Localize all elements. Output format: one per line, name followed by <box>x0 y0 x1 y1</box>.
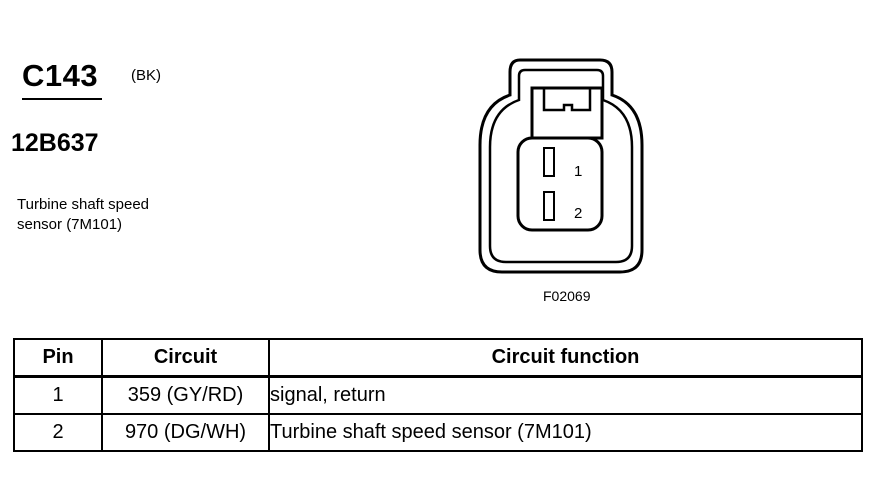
cell-function: signal, return <box>268 375 863 415</box>
pin-label-2: 2 <box>574 205 582 222</box>
pin-label-1: 1 <box>574 163 582 180</box>
component-description: Turbine shaft speed sensor (7M101) <box>17 196 150 233</box>
cell-pin: 2 <box>13 413 103 452</box>
cell-function: Turbine shaft speed sensor (7M101) <box>268 413 863 452</box>
header-pin: Pin <box>13 338 103 378</box>
table-header-row: Pin Circuit Circuit function <box>13 338 863 378</box>
connector-id: C143 <box>22 58 99 93</box>
pin-circuit-table: Pin Circuit Circuit function 1 359 (GY/R… <box>13 338 863 452</box>
connector-outer-housing <box>478 58 644 274</box>
part-number: 12B637 <box>11 129 99 157</box>
cell-circuit: 359 (GY/RD) <box>101 375 270 415</box>
cell-circuit: 970 (DG/WH) <box>101 413 270 452</box>
connector-inner-housing <box>488 68 634 264</box>
terminal-cavity-block <box>516 136 604 232</box>
cell-pin: 1 <box>13 375 103 415</box>
terminal-2 <box>543 191 555 221</box>
connector-color: (BK) <box>131 67 161 84</box>
table-row: 2 970 (DG/WH) Turbine shaft speed sensor… <box>13 413 863 452</box>
connector-id-underline <box>22 98 102 100</box>
locking-tab-notch <box>542 88 592 112</box>
header-circuit: Circuit <box>101 338 270 378</box>
figure-number: F02069 <box>543 288 591 304</box>
locking-tab <box>530 86 604 140</box>
table-row: 1 359 (GY/RD) signal, return <box>13 375 863 415</box>
terminal-1 <box>543 147 555 177</box>
connector-face-drawing: 1 2 <box>478 58 644 274</box>
header-circuit-function: Circuit function <box>268 338 863 378</box>
